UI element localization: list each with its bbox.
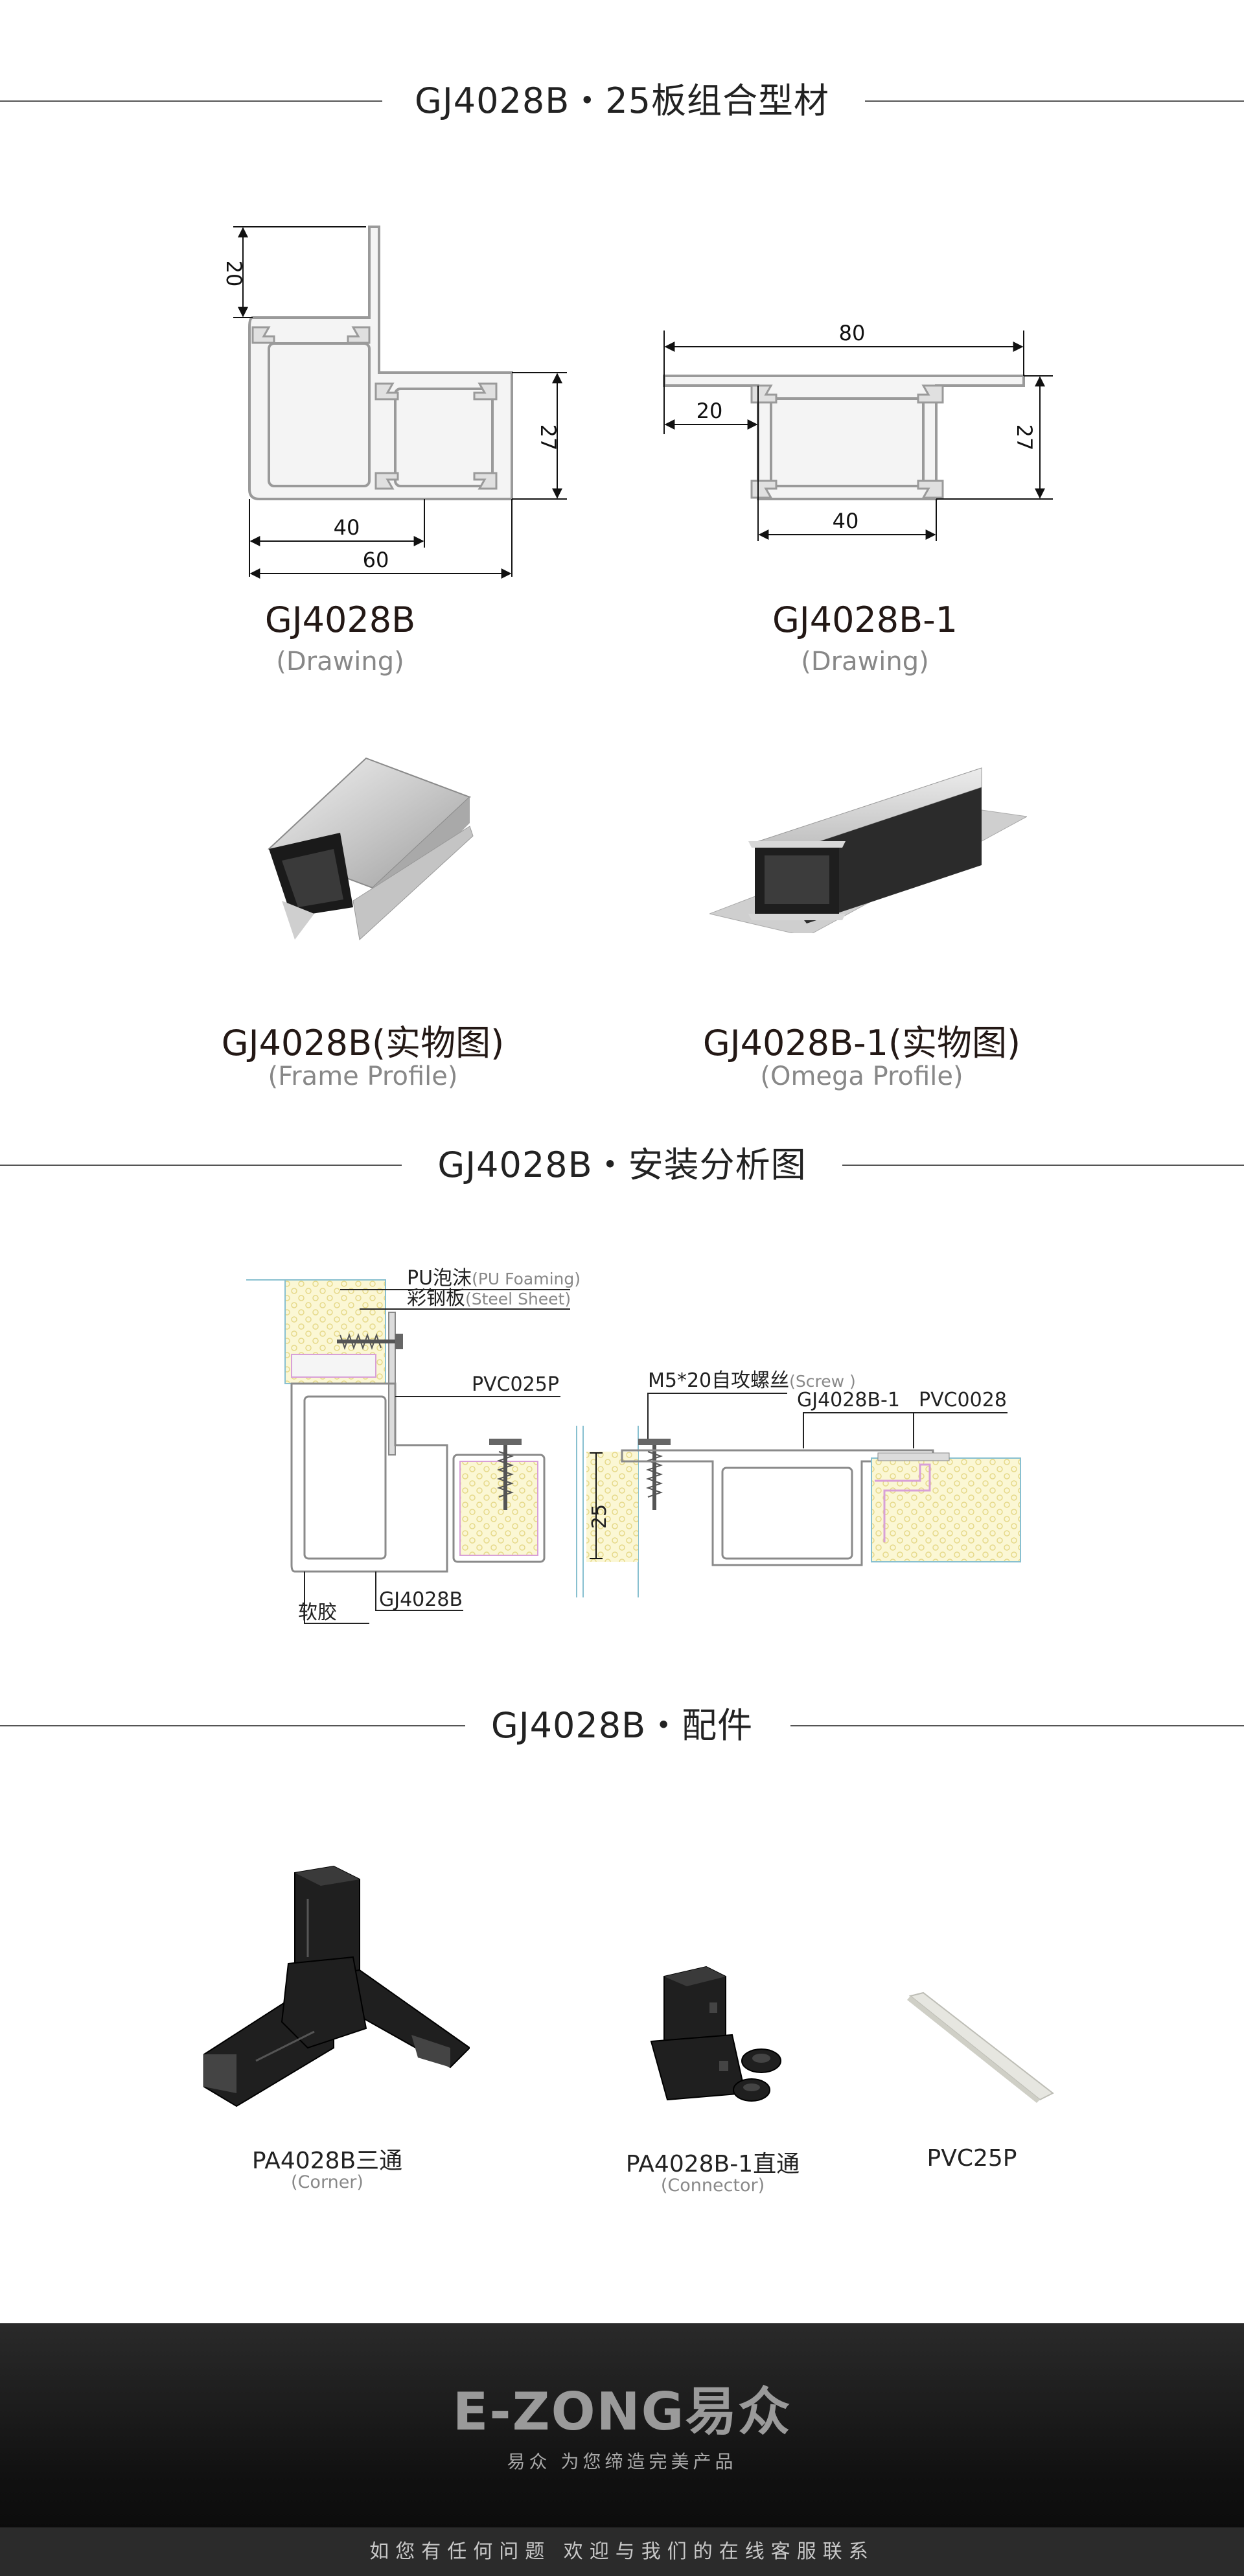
label-pvc025p: PVC025P	[472, 1373, 559, 1396]
label-gj4028b-1: GJ4028B-1	[797, 1389, 900, 1411]
screw-icon	[337, 1332, 403, 1351]
label-pu-foaming: PU泡沫(PU Foaming)	[407, 1267, 581, 1290]
drawing-gj4028b: 20 27 40 60	[222, 226, 567, 579]
drawing-gj4028b-title: GJ4028B	[264, 599, 416, 640]
drawing-gj4028b-1-subtitle: (Drawing)	[801, 647, 929, 677]
section-title-text: GJ4028B・25板组合型材	[389, 80, 855, 121]
dim-80: 80	[839, 321, 866, 345]
title-rule-right	[790, 1725, 1244, 1726]
footer: E-ZONG易众 易众 为您缔造完美产品 如您有任何问题 欢迎与我们的在线客服联…	[0, 2323, 1244, 2576]
label-screw: M5*20自攻螺丝(Screw )	[648, 1369, 856, 1392]
accessory-pvc25p-image	[907, 1991, 1054, 2103]
photo-omega-title: GJ4028B-1(实物图)	[702, 1023, 1021, 1063]
section-title-installation: GJ4028B・安装分析图	[0, 1139, 1244, 1191]
label-steel-sheet: 彩钢板(Steel Sheet)	[407, 1287, 571, 1310]
dim-27-b: 27	[1012, 424, 1037, 451]
section-title-accessories: GJ4028B・配件	[0, 1700, 1244, 1752]
drawing-gj4028b-1-title: GJ4028B-1	[772, 599, 958, 640]
title-rule-right	[842, 1165, 1244, 1166]
photo-omega-profile	[709, 767, 1027, 933]
installation-diagram: 25 PU泡沫(PU Foaming) 彩钢板(Steel Sheet) PVC…	[246, 1267, 1021, 1624]
accessory-corner-subtitle: (Corner)	[291, 2172, 363, 2192]
section-title-text: GJ4028B・配件	[465, 1705, 779, 1746]
accessory-corner-title: PA4028B三通	[251, 2148, 403, 2174]
dim-40-b: 40	[833, 509, 859, 533]
label-pvc0028: PVC0028	[919, 1389, 1007, 1411]
photo-omega-subtitle: (Omega Profile)	[760, 1062, 963, 1091]
label-soft-rubber: 软胶	[298, 1601, 337, 1624]
dim-20-b: 20	[697, 399, 723, 423]
contact-text: 如您有任何问题 欢迎与我们的在线客服联系	[369, 2540, 875, 2563]
title-rule-left	[0, 1725, 466, 1726]
dim-20: 20	[222, 261, 246, 287]
drawing-gj4028b-subtitle: (Drawing)	[276, 647, 404, 677]
accessory-connector-title: PA4028B-1直通	[625, 2151, 800, 2177]
title-rule-right	[865, 100, 1244, 102]
photo-frame-title: GJ4028B(实物图)	[221, 1023, 505, 1063]
title-rule-left	[0, 100, 382, 102]
contact-bar: 如您有任何问题 欢迎与我们的在线客服联系	[0, 2527, 1244, 2576]
dim-40: 40	[334, 515, 360, 540]
label-gj4028b: GJ4028B	[379, 1588, 463, 1611]
section-title-profiles: GJ4028B・25板组合型材	[0, 75, 1244, 127]
accessory-pvc25p-title: PVC25P	[927, 2145, 1017, 2172]
drawing-gj4028b-1: 80 20 27 40	[663, 321, 1053, 541]
dim-27: 27	[536, 424, 560, 451]
section-title-text: GJ4028B・安装分析图	[411, 1144, 833, 1185]
brand-slogan: 易众 为您缔造完美产品	[507, 2451, 737, 2472]
accessory-corner-image	[203, 1865, 470, 2107]
accessory-connector-subtitle: (Connector)	[660, 2176, 765, 2196]
photo-frame-subtitle: (Frame Profile)	[268, 1062, 458, 1091]
accessory-connector-image	[650, 1966, 781, 2102]
title-rule-left	[0, 1165, 402, 1166]
dim-60: 60	[363, 548, 389, 572]
dim-25: 25	[588, 1504, 611, 1529]
photo-frame-profile	[268, 757, 474, 940]
brand-logo: E-ZONG易众	[452, 2382, 792, 2442]
